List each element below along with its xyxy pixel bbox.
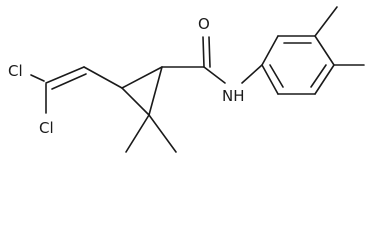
carbonyl-double-a	[202, 36, 205, 68]
ring-bond-2	[148, 66, 163, 116]
gem-methyl-bond-1	[125, 114, 150, 153]
cyclopropane-ring	[121, 66, 177, 153]
chemical-structure-diagram: Cl Cl O NH	[8, 6, 365, 153]
carbonyl-to-nitrogen-bond	[203, 66, 226, 84]
methyl-bond-para	[314, 6, 338, 37]
chlorine-label-upper: Cl	[8, 62, 23, 80]
carbonyl-double-b	[208, 36, 211, 68]
aryl-bond-6	[261, 64, 279, 95]
aryl-bond-3	[314, 35, 335, 66]
nitrogen-label: NH	[222, 87, 245, 105]
chlorine-label-lower: Cl	[39, 119, 54, 137]
aryl-inner-bond-c	[269, 64, 284, 88]
aryl-bond-1	[261, 35, 279, 66]
bond-vinyl-to-ring	[83, 66, 123, 89]
aryl-inner-bond-b	[310, 64, 327, 88]
dimethylphenyl-ring	[261, 6, 365, 95]
bond-vinyl-double-a	[45, 66, 85, 84]
dichlorovinyl-group	[30, 66, 123, 114]
ring-bond-1	[121, 66, 163, 89]
bond-vinyl-double-b	[51, 73, 87, 90]
ring-bond-3	[121, 87, 150, 116]
bond-cl-upper	[30, 74, 45, 82]
aryl-bond-4	[314, 64, 335, 95]
amide-group	[161, 36, 263, 84]
oxygen-label: O	[198, 15, 210, 33]
nitrogen-to-ring-bond	[241, 64, 263, 84]
gem-methyl-bond-2	[148, 114, 177, 153]
